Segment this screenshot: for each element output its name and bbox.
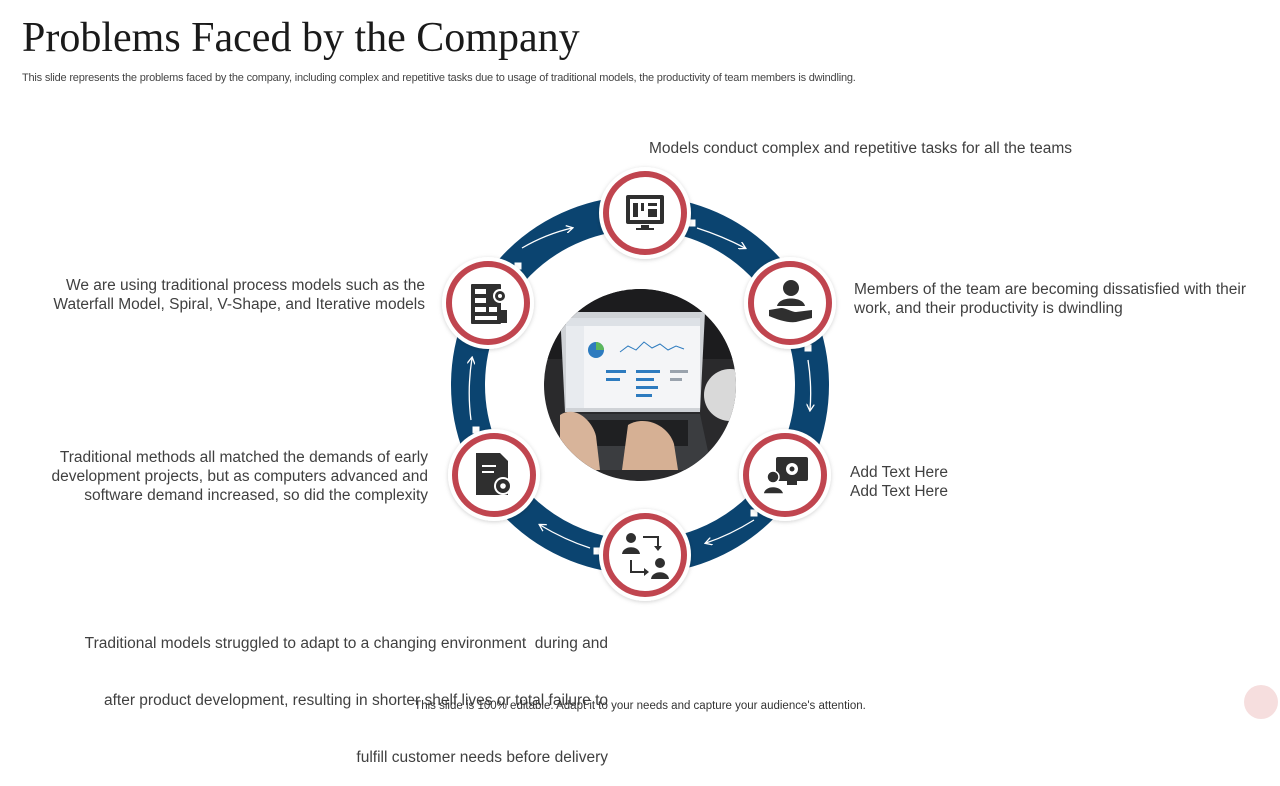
item-text-1: Models conduct complex and repetitive ta… [649, 140, 1073, 157]
icon-circle-1 [599, 167, 691, 259]
person-hand-icon [769, 280, 812, 323]
ring-connectors [471, 218, 813, 556]
cycle-diagram [442, 167, 836, 601]
document-gear-icon [476, 453, 512, 495]
computer-user-gear-icon [762, 457, 808, 495]
item-text-3: Add Text Here Add Text Here [850, 464, 948, 500]
monitor-code-icon [626, 195, 664, 230]
users-exchange-icon [622, 533, 669, 579]
corner-decoration [1244, 685, 1278, 719]
center-photo [544, 289, 736, 481]
icon-circle-6 [442, 257, 534, 349]
icon-circle-3 [739, 429, 831, 521]
icon-circle-5 [448, 429, 540, 521]
item-text-5: Traditional methods all matched the dema… [51, 449, 428, 504]
process-chart-gear-icon [471, 284, 507, 324]
item-text-6: We are using traditional process models … [53, 277, 425, 313]
cycle-arrows [469, 228, 810, 549]
slide-subtitle: This slide represents the problems faced… [22, 72, 856, 84]
item-text-2: Members of the team are becoming dissati… [854, 281, 1246, 317]
item-text-4: Traditional models struggled to adapt to… [84, 635, 608, 766]
slide-footer: This slide is 100% editable. Adapt it to… [414, 700, 866, 712]
icon-circle-2 [744, 257, 836, 349]
icon-circle-4 [599, 509, 691, 601]
slide-title: Problems Faced by the Company [22, 15, 580, 61]
